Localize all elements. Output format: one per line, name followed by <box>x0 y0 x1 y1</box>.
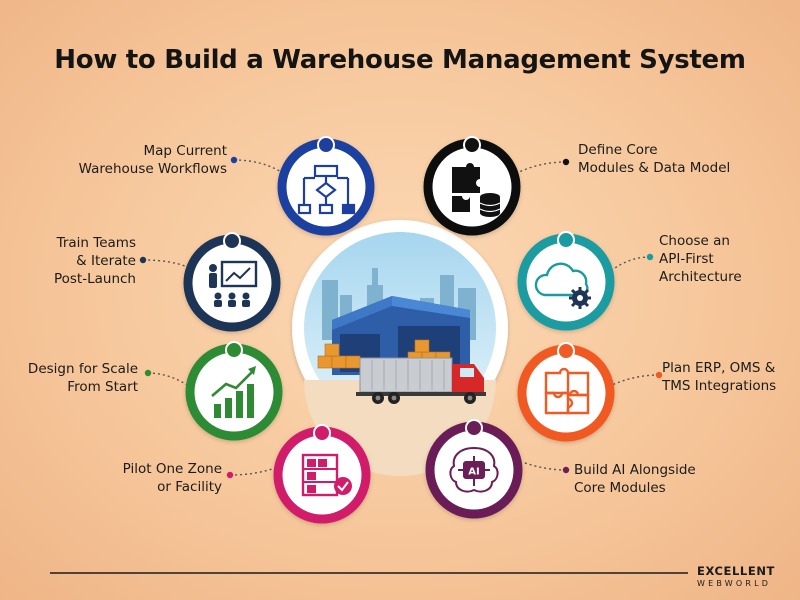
ai-chip-text: AI <box>468 467 479 478</box>
cloud-gear-icon <box>534 262 591 309</box>
puzzle-database-icon <box>452 163 501 217</box>
connector-dots <box>139 156 663 479</box>
step-6-node <box>517 231 615 331</box>
growth-chart-icon <box>211 366 256 418</box>
workflow-flowchart-icon <box>297 164 356 215</box>
step-7-node <box>517 342 615 442</box>
step-4-node <box>273 424 371 524</box>
presentation-training-icon <box>209 260 258 307</box>
step-7-label: Plan ERP, OMS &TMS Integrations <box>662 360 777 394</box>
brand-line1: EXCELLENT <box>697 564 775 578</box>
brand-logo: EXCELLENT WEBWORLD <box>697 565 787 589</box>
step-2-node <box>183 232 281 332</box>
step-3-node <box>185 341 283 441</box>
puzzle-pieces-icon <box>544 367 590 415</box>
warehouse-shelf-check-icon <box>301 453 352 497</box>
connectors <box>142 159 660 476</box>
page-title: How to Build a Warehouse Management Syst… <box>54 45 746 75</box>
step-5-node <box>423 136 521 236</box>
step-8-node: AI <box>425 419 523 519</box>
brand-line2: WEBWORLD <box>697 579 772 588</box>
step-1-node <box>277 136 375 236</box>
ai-brain-icon: AI <box>449 446 499 493</box>
